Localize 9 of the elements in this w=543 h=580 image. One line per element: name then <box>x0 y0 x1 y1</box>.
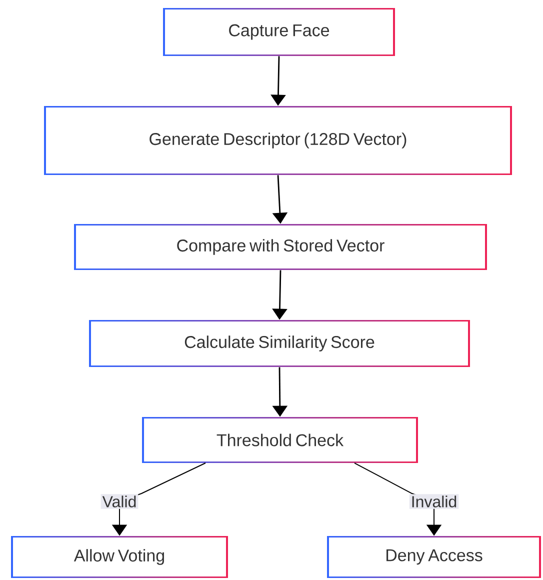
process-box: Compare with Stored Vector <box>76 226 485 268</box>
process-box: Allow Voting <box>13 538 226 576</box>
process-box: Threshold Check <box>144 418 416 462</box>
edge-label: Invalid <box>409 494 459 509</box>
process-box: Generate Descriptor (128D Vector) <box>46 108 510 174</box>
process-box: Capture Face <box>165 10 393 54</box>
edge-label: Valid <box>100 494 138 509</box>
process-box: Calculate Similarity Score <box>91 322 468 366</box>
process-box: Deny Access <box>329 538 539 576</box>
